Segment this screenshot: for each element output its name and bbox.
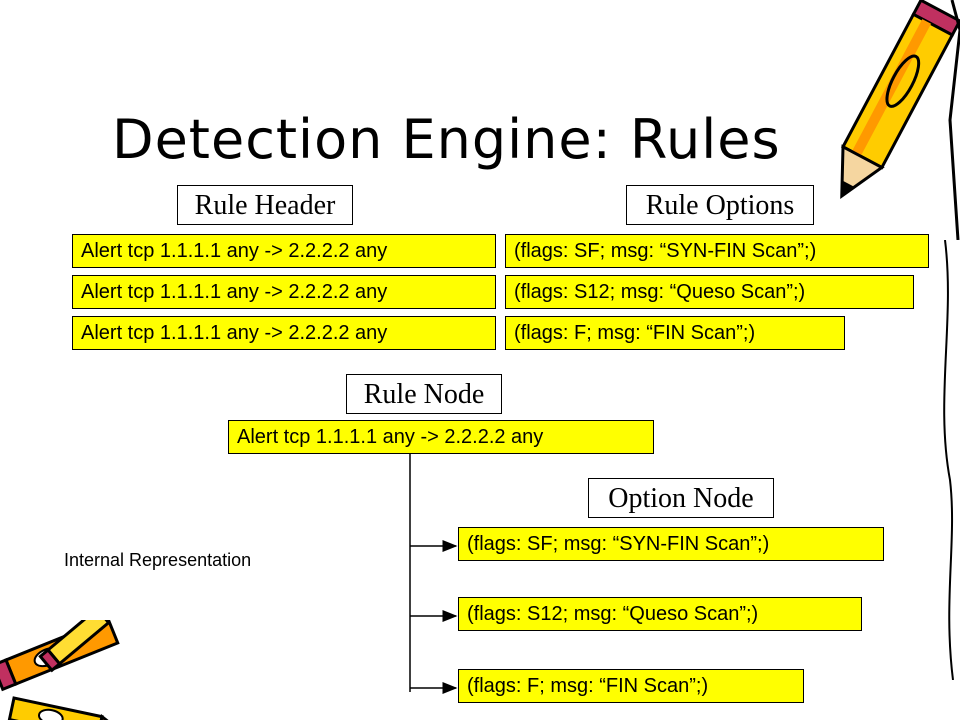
option-node-box: (flags: SF; msg: “SYN-FIN Scan”;)	[458, 527, 884, 561]
slide-title: Detection Engine: Rules	[112, 108, 781, 171]
rule-options-label: Rule Options	[626, 185, 814, 225]
pencil-edge-decoration	[943, 240, 954, 680]
pencil-illustration	[840, 0, 960, 240]
rule-node-label: Rule Node	[346, 374, 502, 414]
rule-header-box: Alert tcp 1.1.1.1 any -> 2.2.2.2 any	[72, 316, 496, 350]
rule-node-box: Alert tcp 1.1.1.1 any -> 2.2.2.2 any	[228, 420, 654, 454]
rule-options-box: (flags: S12; msg: “Queso Scan”;)	[505, 275, 914, 309]
crayons-illustration	[0, 620, 125, 720]
rule-options-box: (flags: F; msg: “FIN Scan”;)	[505, 316, 845, 350]
option-node-label: Option Node	[588, 478, 774, 518]
rule-header-box: Alert tcp 1.1.1.1 any -> 2.2.2.2 any	[72, 234, 496, 268]
rule-options-box: (flags: SF; msg: “SYN-FIN Scan”;)	[505, 234, 929, 268]
rule-header-box: Alert tcp 1.1.1.1 any -> 2.2.2.2 any	[72, 275, 496, 309]
rule-header-label: Rule Header	[177, 185, 353, 225]
internal-representation-caption: Internal Representation	[64, 550, 252, 570]
option-node-box: (flags: F; msg: “FIN Scan”;)	[458, 669, 804, 703]
option-node-box: (flags: S12; msg: “Queso Scan”;)	[458, 597, 862, 631]
